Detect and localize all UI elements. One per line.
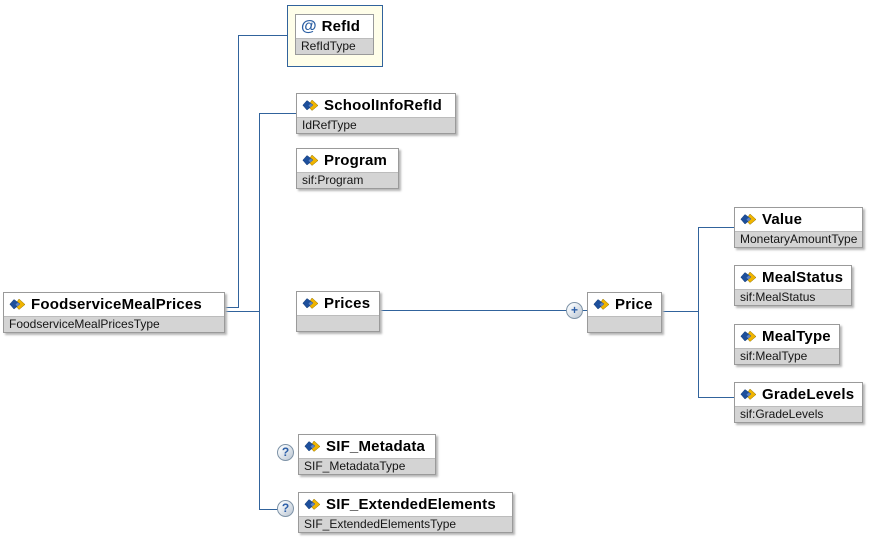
node-label: Value <box>762 211 803 228</box>
connector-value-stub <box>698 227 737 228</box>
node-mealtype[interactable]: MealType sif:MealType <box>734 324 840 365</box>
optional-indicator: ? <box>277 500 294 517</box>
element-icon <box>740 388 757 400</box>
connector-root-to-attribute <box>215 307 239 308</box>
node-label: SIF_Metadata <box>326 438 426 455</box>
node-label: GradeLevels <box>762 386 855 403</box>
node-label: MealType <box>762 328 831 345</box>
element-icon <box>740 213 757 225</box>
node-label: RefId <box>321 18 361 35</box>
node-schoolinforefid[interactable]: SchoolInfoRefId IdRefType <box>296 93 456 134</box>
node-label: SchoolInfoRefId <box>324 97 442 114</box>
connector-attribute-trunk <box>238 35 239 308</box>
node-gradelevels[interactable]: GradeLevels sif:GradeLevels <box>734 382 864 423</box>
node-type: FoodserviceMealPricesType <box>4 316 224 332</box>
element-icon <box>304 440 321 452</box>
node-type <box>297 315 379 331</box>
node-prices[interactable]: Prices <box>296 291 380 332</box>
connector-extendedelements-stub <box>259 509 280 510</box>
element-icon <box>302 297 319 309</box>
attribute-container: @ RefId RefIdType <box>287 5 383 67</box>
node-label: MealStatus <box>762 269 844 286</box>
connector-refid-stub <box>238 35 290 36</box>
node-type: IdRefType <box>297 117 455 133</box>
node-price[interactable]: Price <box>587 292 662 333</box>
node-mealstatus[interactable]: MealStatus sif:MealStatus <box>734 265 853 306</box>
connector-prices-to-price <box>375 310 590 311</box>
connector-price-to-children <box>655 311 699 312</box>
element-icon <box>740 330 757 342</box>
connector-children-trunk <box>259 113 260 510</box>
connector-gradelevels-stub <box>698 397 737 398</box>
node-type: sif:GradeLevels <box>735 406 863 422</box>
node-program[interactable]: Program sif:Program <box>296 148 399 189</box>
node-type: sif:Program <box>297 172 398 188</box>
element-icon <box>304 498 321 510</box>
node-sif-extendedelements[interactable]: SIF_ExtendedElements SIF_ExtendedElement… <box>298 492 513 533</box>
node-label: Program <box>324 152 388 169</box>
node-type: RefIdType <box>296 38 373 54</box>
node-sif-metadata[interactable]: SIF_Metadata SIF_MetadataType <box>298 434 436 475</box>
node-label: Price <box>615 296 653 313</box>
element-icon <box>740 271 757 283</box>
node-type: sif:MealType <box>735 348 839 364</box>
element-icon <box>302 99 319 111</box>
attribute-at-icon: @ <box>301 17 317 35</box>
repeat-indicator: + <box>566 302 583 319</box>
node-type <box>588 316 661 332</box>
node-label: Prices <box>324 295 371 312</box>
node-label: SIF_ExtendedElements <box>326 496 496 513</box>
optional-indicator: ? <box>277 444 294 461</box>
element-icon <box>302 154 319 166</box>
node-foodservicemealprices[interactable]: FoodserviceMealPrices FoodserviceMealPri… <box>3 292 225 333</box>
connector-schoolinforefid-stub <box>259 113 299 114</box>
node-type: SIF_ExtendedElementsType <box>299 516 512 532</box>
node-type: MonetaryAmountType <box>735 231 863 247</box>
node-type: sif:MealStatus <box>735 289 852 305</box>
connector-price-children-trunk <box>698 227 699 398</box>
node-value[interactable]: Value MonetaryAmountType <box>734 207 864 248</box>
node-label: FoodserviceMealPrices <box>31 296 202 313</box>
node-refid[interactable]: @ RefId RefIdType <box>295 14 374 55</box>
element-icon <box>593 298 610 310</box>
connector-root-to-children <box>215 311 260 312</box>
element-icon <box>9 298 26 310</box>
node-type: SIF_MetadataType <box>299 458 435 474</box>
